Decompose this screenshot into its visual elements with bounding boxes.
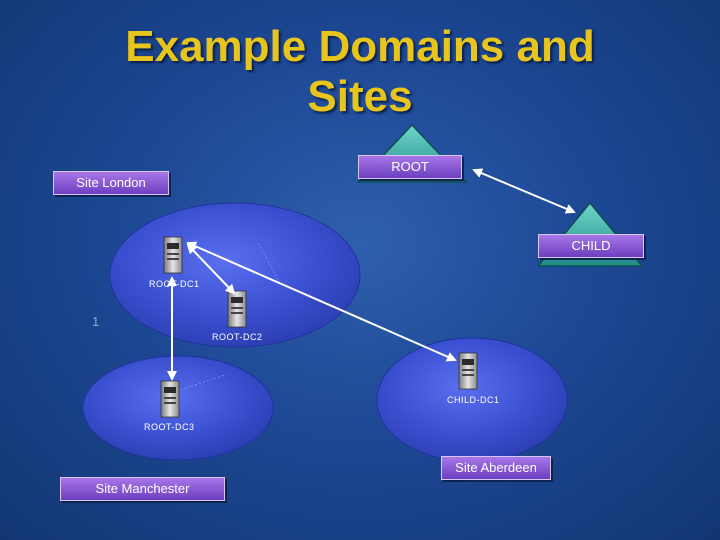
trust-arrow-root-child (472, 168, 576, 214)
site-aberdeen-label: Site Aberdeen (441, 456, 551, 480)
root-domain-label: ROOT (358, 155, 462, 179)
server-icon-root-dc1 (163, 236, 183, 274)
title-line-1: Example Domains and (125, 22, 595, 71)
root-dc3-label: ROOT-DC3 (144, 422, 195, 432)
root-dc2-label: ROOT-DC2 (212, 332, 263, 342)
site-london-label: Site London (53, 171, 169, 195)
stray-text: 1 (92, 314, 100, 329)
server-icon-root-dc2 (227, 290, 247, 328)
root-dc1-label: ROOT-DC1 (149, 279, 200, 289)
server-icon-child-dc1 (458, 352, 478, 390)
child-dc1-label: CHILD-DC1 (447, 395, 500, 405)
replication-arrow-dc1-child-dc1 (186, 241, 457, 362)
title-line-2: Sites (307, 72, 413, 121)
site-manchester-label: Site Manchester (60, 477, 225, 501)
slide-title: Example Domains and Sites (60, 22, 660, 122)
server-icon-root-dc3 (160, 380, 180, 418)
child-domain-label: CHILD (538, 234, 644, 258)
